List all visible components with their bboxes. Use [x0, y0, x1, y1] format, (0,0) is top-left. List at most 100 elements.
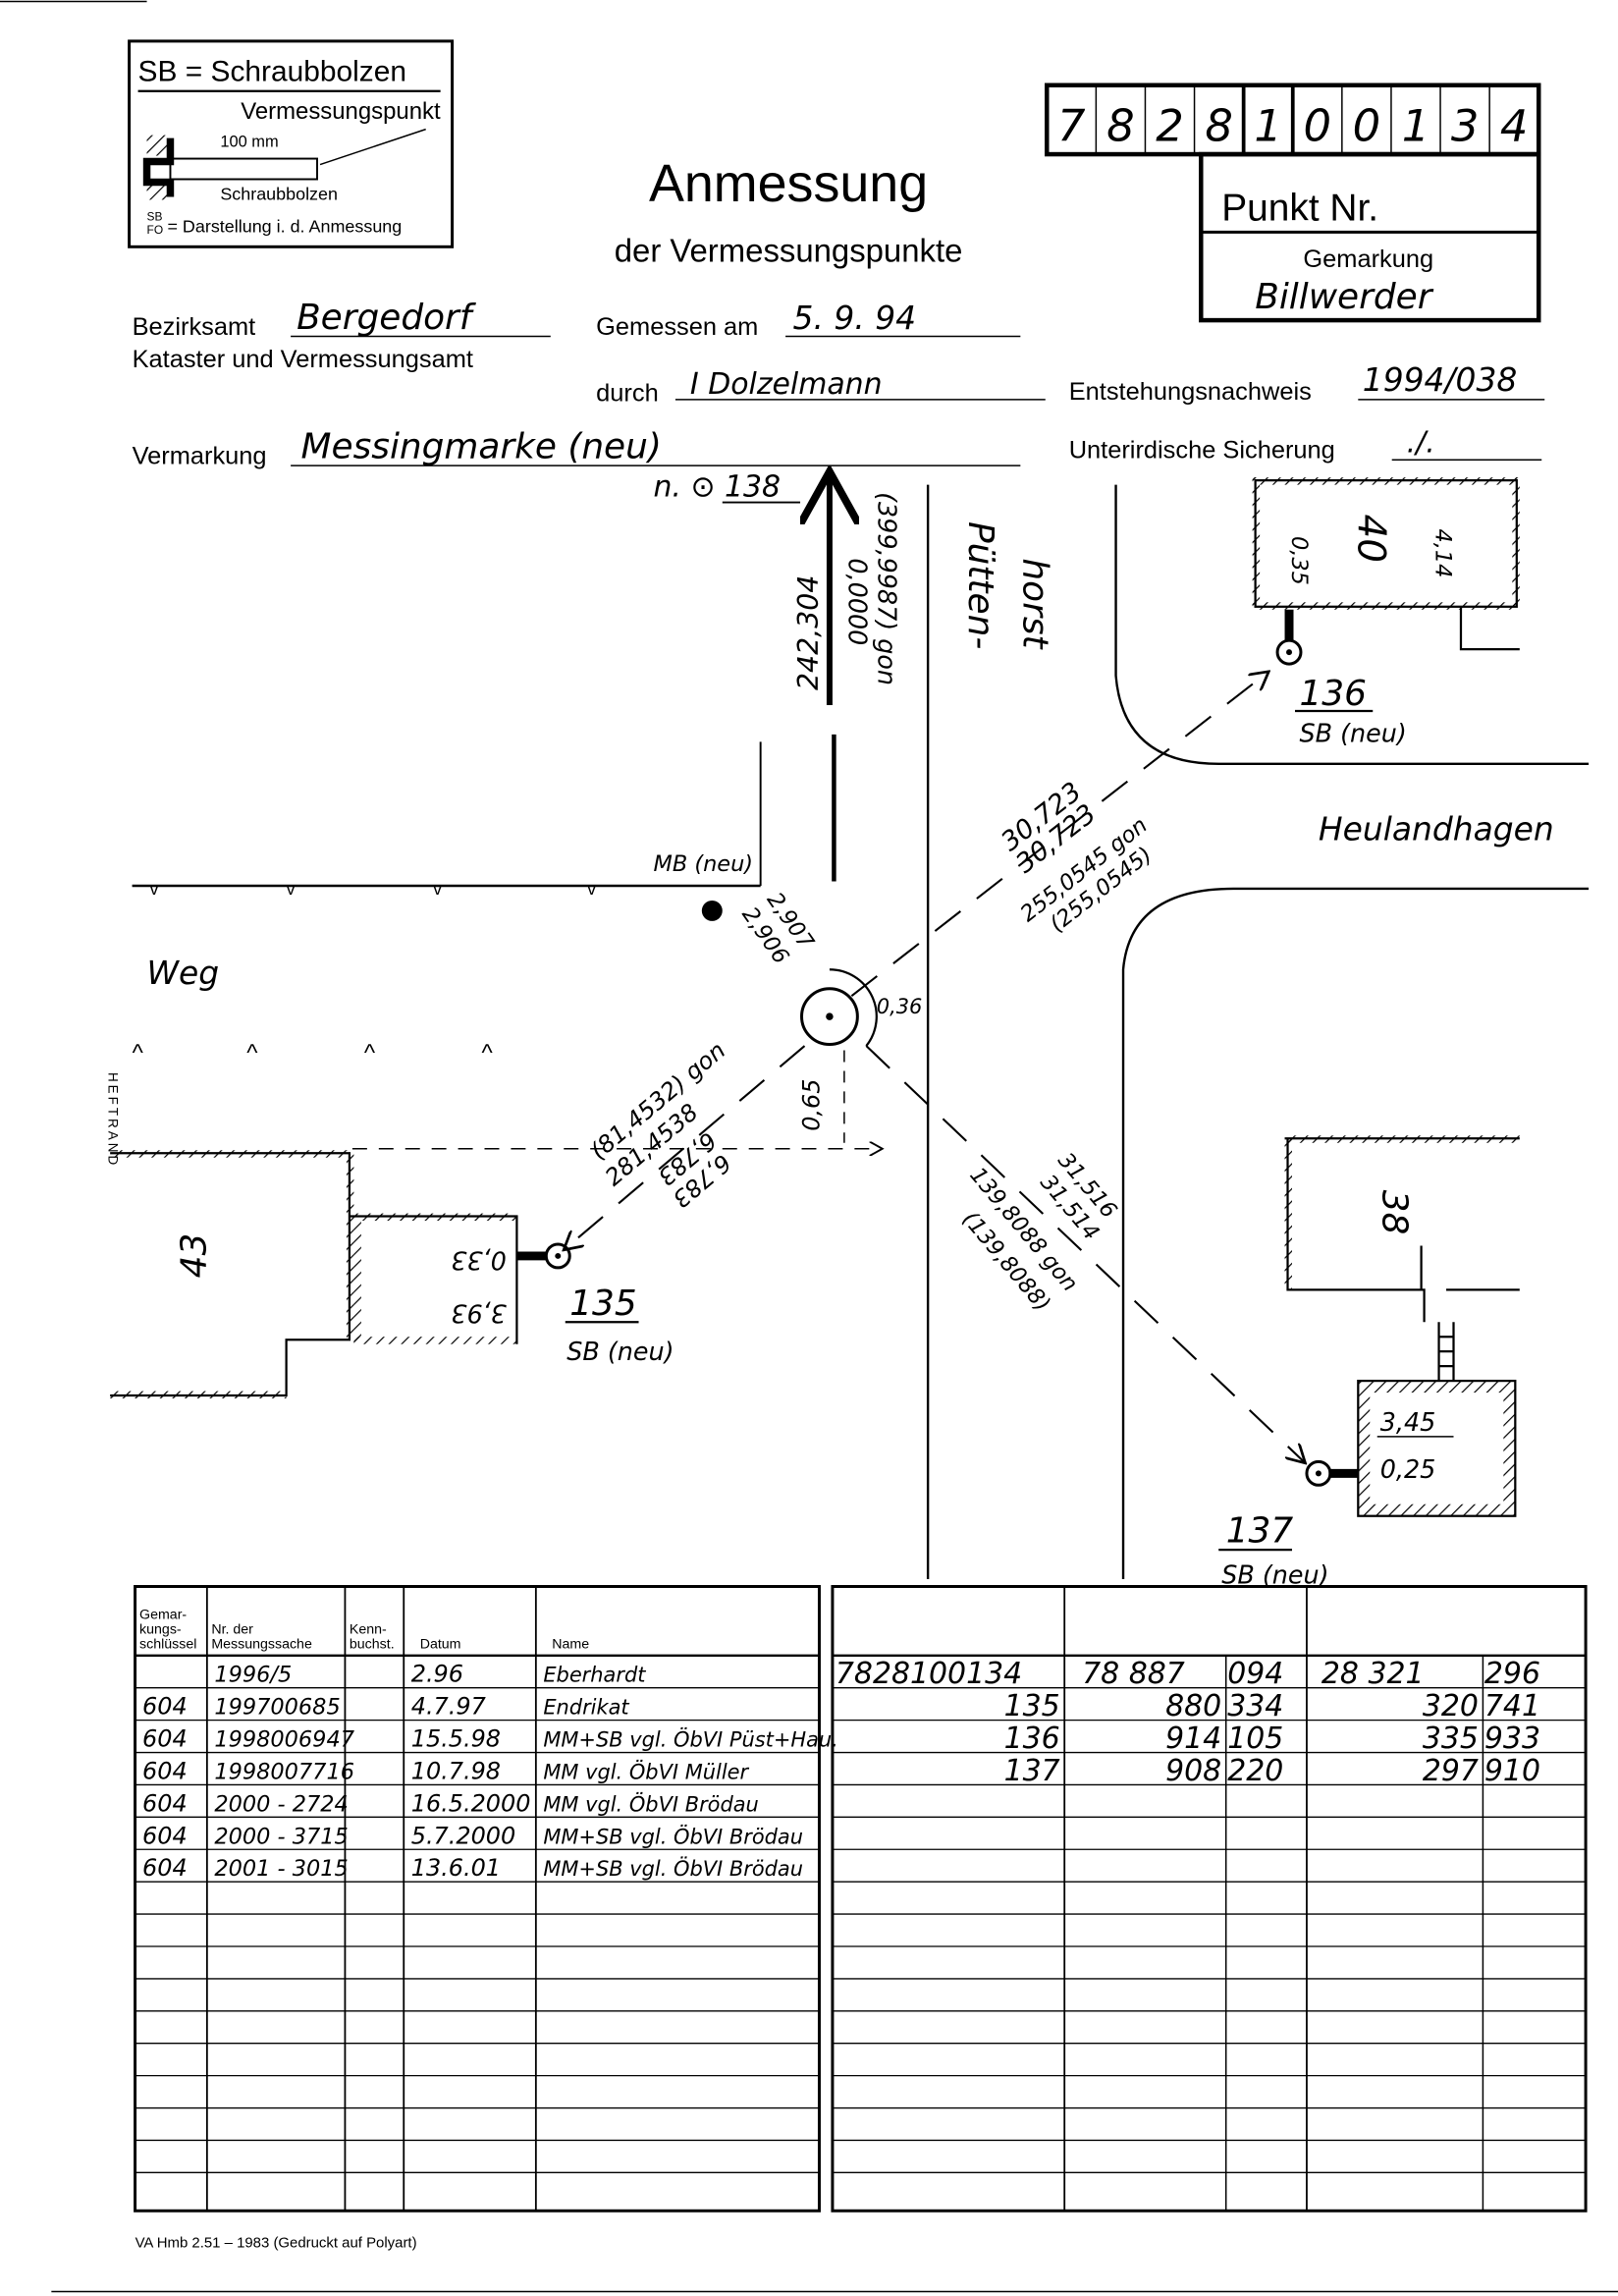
- measure-414: 4,14: [1430, 529, 1456, 578]
- history-cell: 199700685: [214, 1695, 340, 1721]
- svg-text:^: ^: [246, 1040, 258, 1066]
- history-cell: 604: [142, 1725, 188, 1753]
- legend-title: SB = Schraubbolzen: [138, 55, 406, 87]
- point-digit: 1: [1254, 100, 1282, 152]
- coordinate-cell: 335: [1423, 1722, 1479, 1756]
- history-cell: 604: [142, 1854, 188, 1882]
- sicherung-label: Unterirdische Sicherung: [1069, 437, 1335, 465]
- history-cell: MM+SB vgl. ÖbVI Püst+Hau.: [543, 1727, 838, 1752]
- north-reference: n. ⊙ 138: [653, 470, 781, 505]
- coordinate-cell: 220: [1227, 1754, 1283, 1788]
- history-cell: MM vgl. ÖbVI Müller: [543, 1759, 749, 1783]
- history-cell: 1998007716: [214, 1759, 354, 1784]
- coordinate-cell: 296: [1484, 1657, 1540, 1691]
- measure-033: 0,33: [451, 1245, 507, 1275]
- point-digit: 2: [1156, 100, 1184, 152]
- coordinate-cell: 880: [1165, 1689, 1221, 1723]
- point-136-icon: [1275, 638, 1303, 666]
- svg-text:v: v: [150, 879, 159, 899]
- legend-bolt-label: Schraubbolzen: [220, 184, 338, 203]
- vermarkung-value: Messingmarke (neu): [301, 427, 662, 467]
- street-heulandhagen: Heulandhagen: [1319, 810, 1554, 848]
- point-digit: 3: [1451, 100, 1480, 152]
- history-cell: 1998006947: [214, 1727, 354, 1753]
- coordinate-cell: 297: [1423, 1754, 1479, 1788]
- history-header-cell: Datum: [420, 1636, 461, 1652]
- point-137-label: 137: [1226, 1511, 1294, 1552]
- svg-text:^: ^: [482, 1040, 494, 1066]
- street-puttenhorst-a: Pütten-: [960, 521, 1000, 649]
- point-137-type: SB (neu): [1221, 1560, 1328, 1590]
- page-subtitle: der Vermessungspunkte: [615, 232, 963, 268]
- road-corner-lower: [1121, 887, 1590, 1580]
- svg-text:v: v: [433, 879, 442, 899]
- point-digit: 4: [1500, 100, 1529, 152]
- dist-138: 242,304: [792, 575, 825, 690]
- gemarkung-value: Billwerder: [1255, 277, 1433, 317]
- house-number-40: 40: [1348, 515, 1392, 563]
- bezirksamt-value: Bergedorf: [297, 298, 477, 338]
- coordinate-cell: 910: [1484, 1754, 1540, 1788]
- point-137-icon: [1305, 1459, 1332, 1487]
- heftrand-label: HEFTRAND: [106, 1072, 121, 1168]
- coordinate-cell: 135: [1004, 1689, 1060, 1723]
- legend-symbol-top: SB: [147, 209, 163, 223]
- coordinate-cell: 137: [1004, 1754, 1060, 1788]
- survey-sketch: n. ⊙ 138 242,304 0,0000 (399,9987) gon P…: [106, 470, 1590, 1590]
- point-135-label: 135: [569, 1284, 636, 1324]
- history-header-cell: Gemar-: [139, 1607, 187, 1622]
- history-header-cell: schlüssel: [139, 1636, 196, 1652]
- history-cell: MM vgl. ÖbVI Brödau: [543, 1791, 759, 1816]
- history-header-cell: Messungssache: [211, 1636, 312, 1652]
- bezirksamt-label: Bezirksamt: [133, 313, 256, 341]
- point-number-label: Punkt Nr.: [1221, 187, 1378, 229]
- house-number-43: 43: [174, 1233, 214, 1279]
- history-cell: MM+SB vgl. ÖbVI Brödau: [543, 1824, 803, 1848]
- coordinate-cell: 136: [1004, 1722, 1060, 1756]
- svg-text:^: ^: [133, 1040, 144, 1066]
- gemessen-label: Gemessen am: [596, 313, 758, 341]
- coordinate-cell: 334: [1227, 1689, 1283, 1723]
- measure-345: 3,45: [1380, 1407, 1436, 1437]
- path-label: Weg: [147, 954, 220, 992]
- center-point-icon: [800, 987, 859, 1047]
- history-cell: 2.96: [411, 1661, 463, 1688]
- entstehung-label: Entstehungsnachweis: [1069, 378, 1312, 406]
- legend-box: SB = Schraubbolzen Vermessungspunkt 100 …: [128, 39, 455, 248]
- coordinate-cell: 7828100134: [836, 1657, 1022, 1691]
- point-136-label: 136: [1299, 674, 1366, 714]
- angle-138-alt: (399,9987) gon: [872, 492, 901, 685]
- coordinate-cell: 28 321: [1321, 1657, 1425, 1691]
- mb-label: MB (neu): [653, 851, 753, 877]
- offset-036: 0,36: [877, 995, 923, 1018]
- coordinate-cell: 741: [1484, 1689, 1540, 1723]
- legend-symbol-text: = Darstellung i. d. Anmessung: [167, 216, 402, 236]
- point-digit: 8: [1205, 100, 1233, 152]
- history-cell: 2001 - 3015: [214, 1856, 348, 1882]
- legend-point-label: Vermessungspunkt: [241, 98, 441, 125]
- vermarkung-label: Vermarkung: [133, 443, 267, 470]
- history-cell: 604: [142, 1757, 188, 1784]
- point-135-type: SB (neu): [566, 1337, 674, 1366]
- surveyor-signature: I Dolzelmann: [690, 367, 883, 402]
- history-cell: 604: [142, 1693, 188, 1721]
- legend-symbol-bottom: FO: [147, 223, 164, 237]
- gemessen-value: 5. 9. 94: [793, 299, 917, 337]
- point-digit: 1: [1402, 100, 1430, 152]
- history-header-cell: Name: [552, 1636, 589, 1652]
- history-cell: 4.7.97: [411, 1693, 486, 1721]
- coordinate-cell: 914: [1165, 1722, 1221, 1756]
- street-puttenhorst-b: horst: [1014, 558, 1054, 650]
- measure-025: 0,25: [1380, 1454, 1436, 1484]
- history-header-cell: kungs-: [139, 1621, 182, 1637]
- history-cell: 13.6.01: [411, 1854, 501, 1882]
- point-135-icon: [544, 1242, 571, 1270]
- point-digit: 7: [1057, 100, 1086, 152]
- history-cell: MM+SB vgl. ÖbVI Brödau: [543, 1856, 803, 1881]
- svg-text:^: ^: [364, 1040, 376, 1066]
- history-header-cell: buchst.: [350, 1636, 395, 1652]
- point-digit: 0: [1304, 100, 1332, 152]
